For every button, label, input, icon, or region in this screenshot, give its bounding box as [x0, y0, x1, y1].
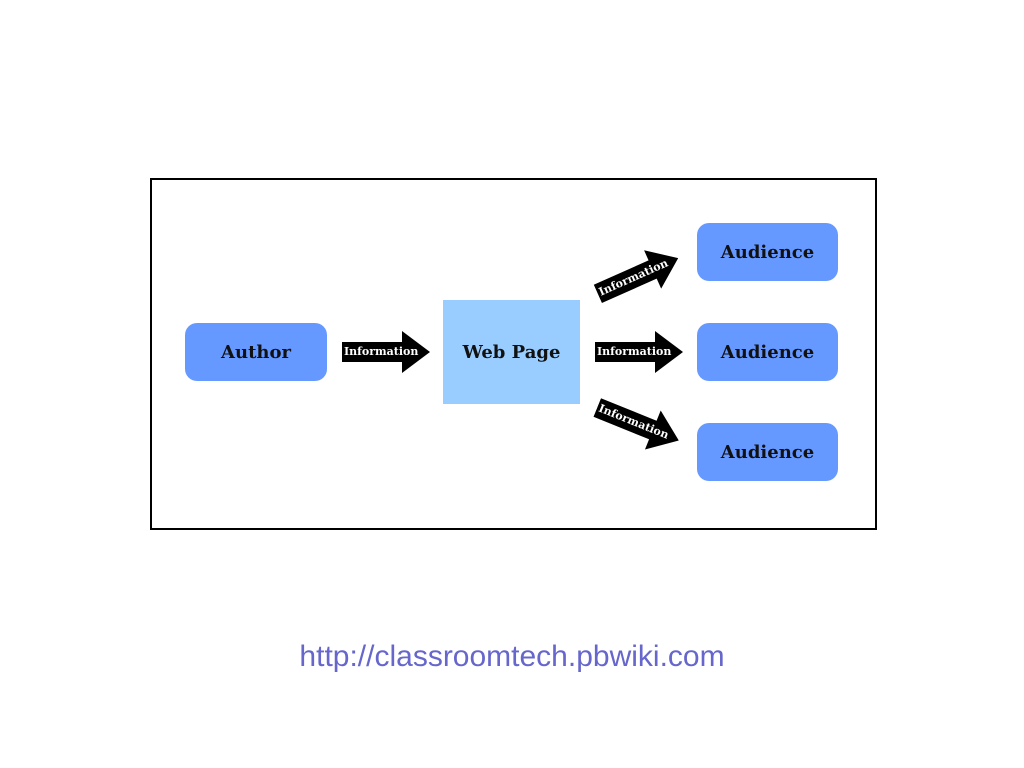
web-page-node: Web Page — [443, 300, 580, 404]
arrow-label: Information — [344, 345, 419, 358]
audience-label: Audience — [720, 341, 815, 363]
arrow-webpage-to-audience-top: Information — [589, 239, 686, 313]
arrow-shape-icon — [342, 331, 430, 373]
audience-label: Audience — [720, 241, 815, 263]
arrow-webpage-to-audience-bottom: Information — [589, 388, 686, 460]
arrow-shape-icon — [593, 250, 679, 304]
author-label: Author — [221, 341, 291, 363]
audience-node-middle: Audience — [697, 323, 838, 381]
arrow-webpage-to-audience-middle: Information — [595, 331, 683, 373]
web-page-label: Web Page — [462, 341, 561, 363]
source-url-link[interactable]: http://classroomtech.pbwiki.com — [299, 640, 725, 673]
arrow-author-to-webpage: Information — [342, 331, 430, 373]
author-node: Author — [185, 323, 327, 381]
arrow-label: Information — [597, 345, 672, 358]
audience-node-bottom: Audience — [697, 423, 838, 481]
audience-node-top: Audience — [697, 223, 838, 281]
arrow-shape-icon — [595, 331, 683, 373]
arrow-shape-icon — [593, 398, 679, 450]
audience-label: Audience — [720, 441, 815, 463]
